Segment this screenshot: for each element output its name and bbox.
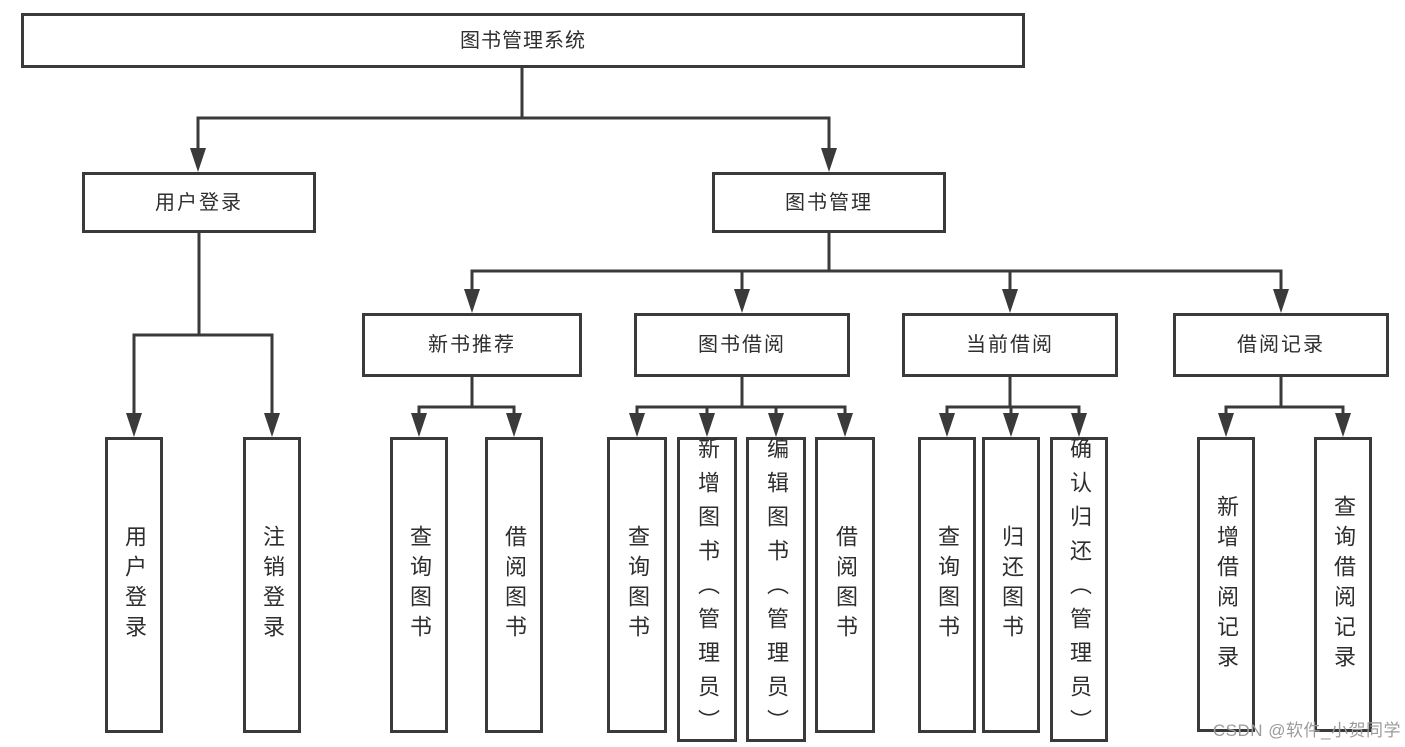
leaf-edit-books-admin: 编辑图书（管理员） bbox=[746, 436, 806, 743]
leaf-query-borrow-record: 查询借阅记录 bbox=[1314, 437, 1372, 732]
node-label: 当前借阅 bbox=[966, 334, 1054, 356]
leaf-user-login: 用户登录 bbox=[105, 437, 163, 733]
node-book-borrow: 图书借阅 bbox=[634, 313, 850, 377]
node-label: 注销登录 bbox=[260, 525, 285, 645]
node-label: 图书借阅 bbox=[698, 334, 786, 356]
node-label: 新增借阅记录 bbox=[1214, 494, 1239, 675]
node-label: 新书推荐 bbox=[428, 334, 516, 356]
leaf-add-borrow-record: 新增借阅记录 bbox=[1197, 437, 1255, 732]
node-label: 借阅图书 bbox=[502, 525, 527, 645]
node-label: 图书管理 bbox=[785, 191, 873, 214]
node-book-management: 图书管理 bbox=[712, 172, 946, 233]
leaf-query-books-borrow: 查询图书 bbox=[607, 437, 667, 733]
node-label: 用户登录 bbox=[122, 525, 147, 645]
leaf-confirm-return-admin: 确认归还（管理员） bbox=[1050, 436, 1108, 743]
node-label: 用户登录 bbox=[155, 191, 243, 214]
node-label: 查询图书 bbox=[407, 525, 432, 645]
node-label: 图书管理系统 bbox=[460, 29, 586, 52]
leaf-return-books: 归还图书 bbox=[982, 437, 1040, 733]
spine-new-books bbox=[417, 375, 516, 409]
node-label: 确认归还（管理员） bbox=[1067, 436, 1092, 743]
node-label: 编辑图书（管理员） bbox=[764, 436, 789, 743]
node-borrow-records: 借阅记录 bbox=[1173, 313, 1389, 377]
node-label: 查询借阅记录 bbox=[1331, 494, 1356, 675]
leaf-query-books-current: 查询图书 bbox=[918, 437, 976, 733]
spine-book-borrow bbox=[635, 375, 847, 409]
leaf-borrow-books: 借阅图书 bbox=[815, 437, 875, 733]
node-label: 归还图书 bbox=[999, 525, 1024, 645]
spine-user-login bbox=[132, 231, 274, 337]
spine-root bbox=[196, 66, 831, 120]
node-label: 查询图书 bbox=[935, 525, 960, 645]
node-label: 新增图书（管理员） bbox=[695, 436, 720, 743]
spine-book-mgmt bbox=[470, 231, 1283, 273]
leaf-borrow-books-recommend: 借阅图书 bbox=[485, 437, 543, 733]
node-new-book-recommend: 新书推荐 bbox=[362, 313, 582, 377]
node-user-login: 用户登录 bbox=[82, 172, 316, 233]
arrowheads bbox=[126, 148, 1351, 437]
node-label: 借阅记录 bbox=[1237, 334, 1325, 356]
csdn-watermark: CSDN @软件_小贺同学 bbox=[1212, 721, 1401, 740]
spine-borrow-records bbox=[1224, 375, 1345, 409]
spine-current-borrow bbox=[945, 375, 1081, 409]
leaf-logout: 注销登录 bbox=[243, 437, 301, 733]
node-current-borrow: 当前借阅 bbox=[902, 313, 1118, 377]
leaf-query-books-recommend: 查询图书 bbox=[390, 437, 448, 733]
node-label: 查询图书 bbox=[625, 525, 650, 645]
leaf-add-books-admin: 新增图书（管理员） bbox=[677, 436, 737, 743]
node-label: 借阅图书 bbox=[833, 525, 858, 645]
node-library-system: 图书管理系统 bbox=[21, 13, 1025, 68]
